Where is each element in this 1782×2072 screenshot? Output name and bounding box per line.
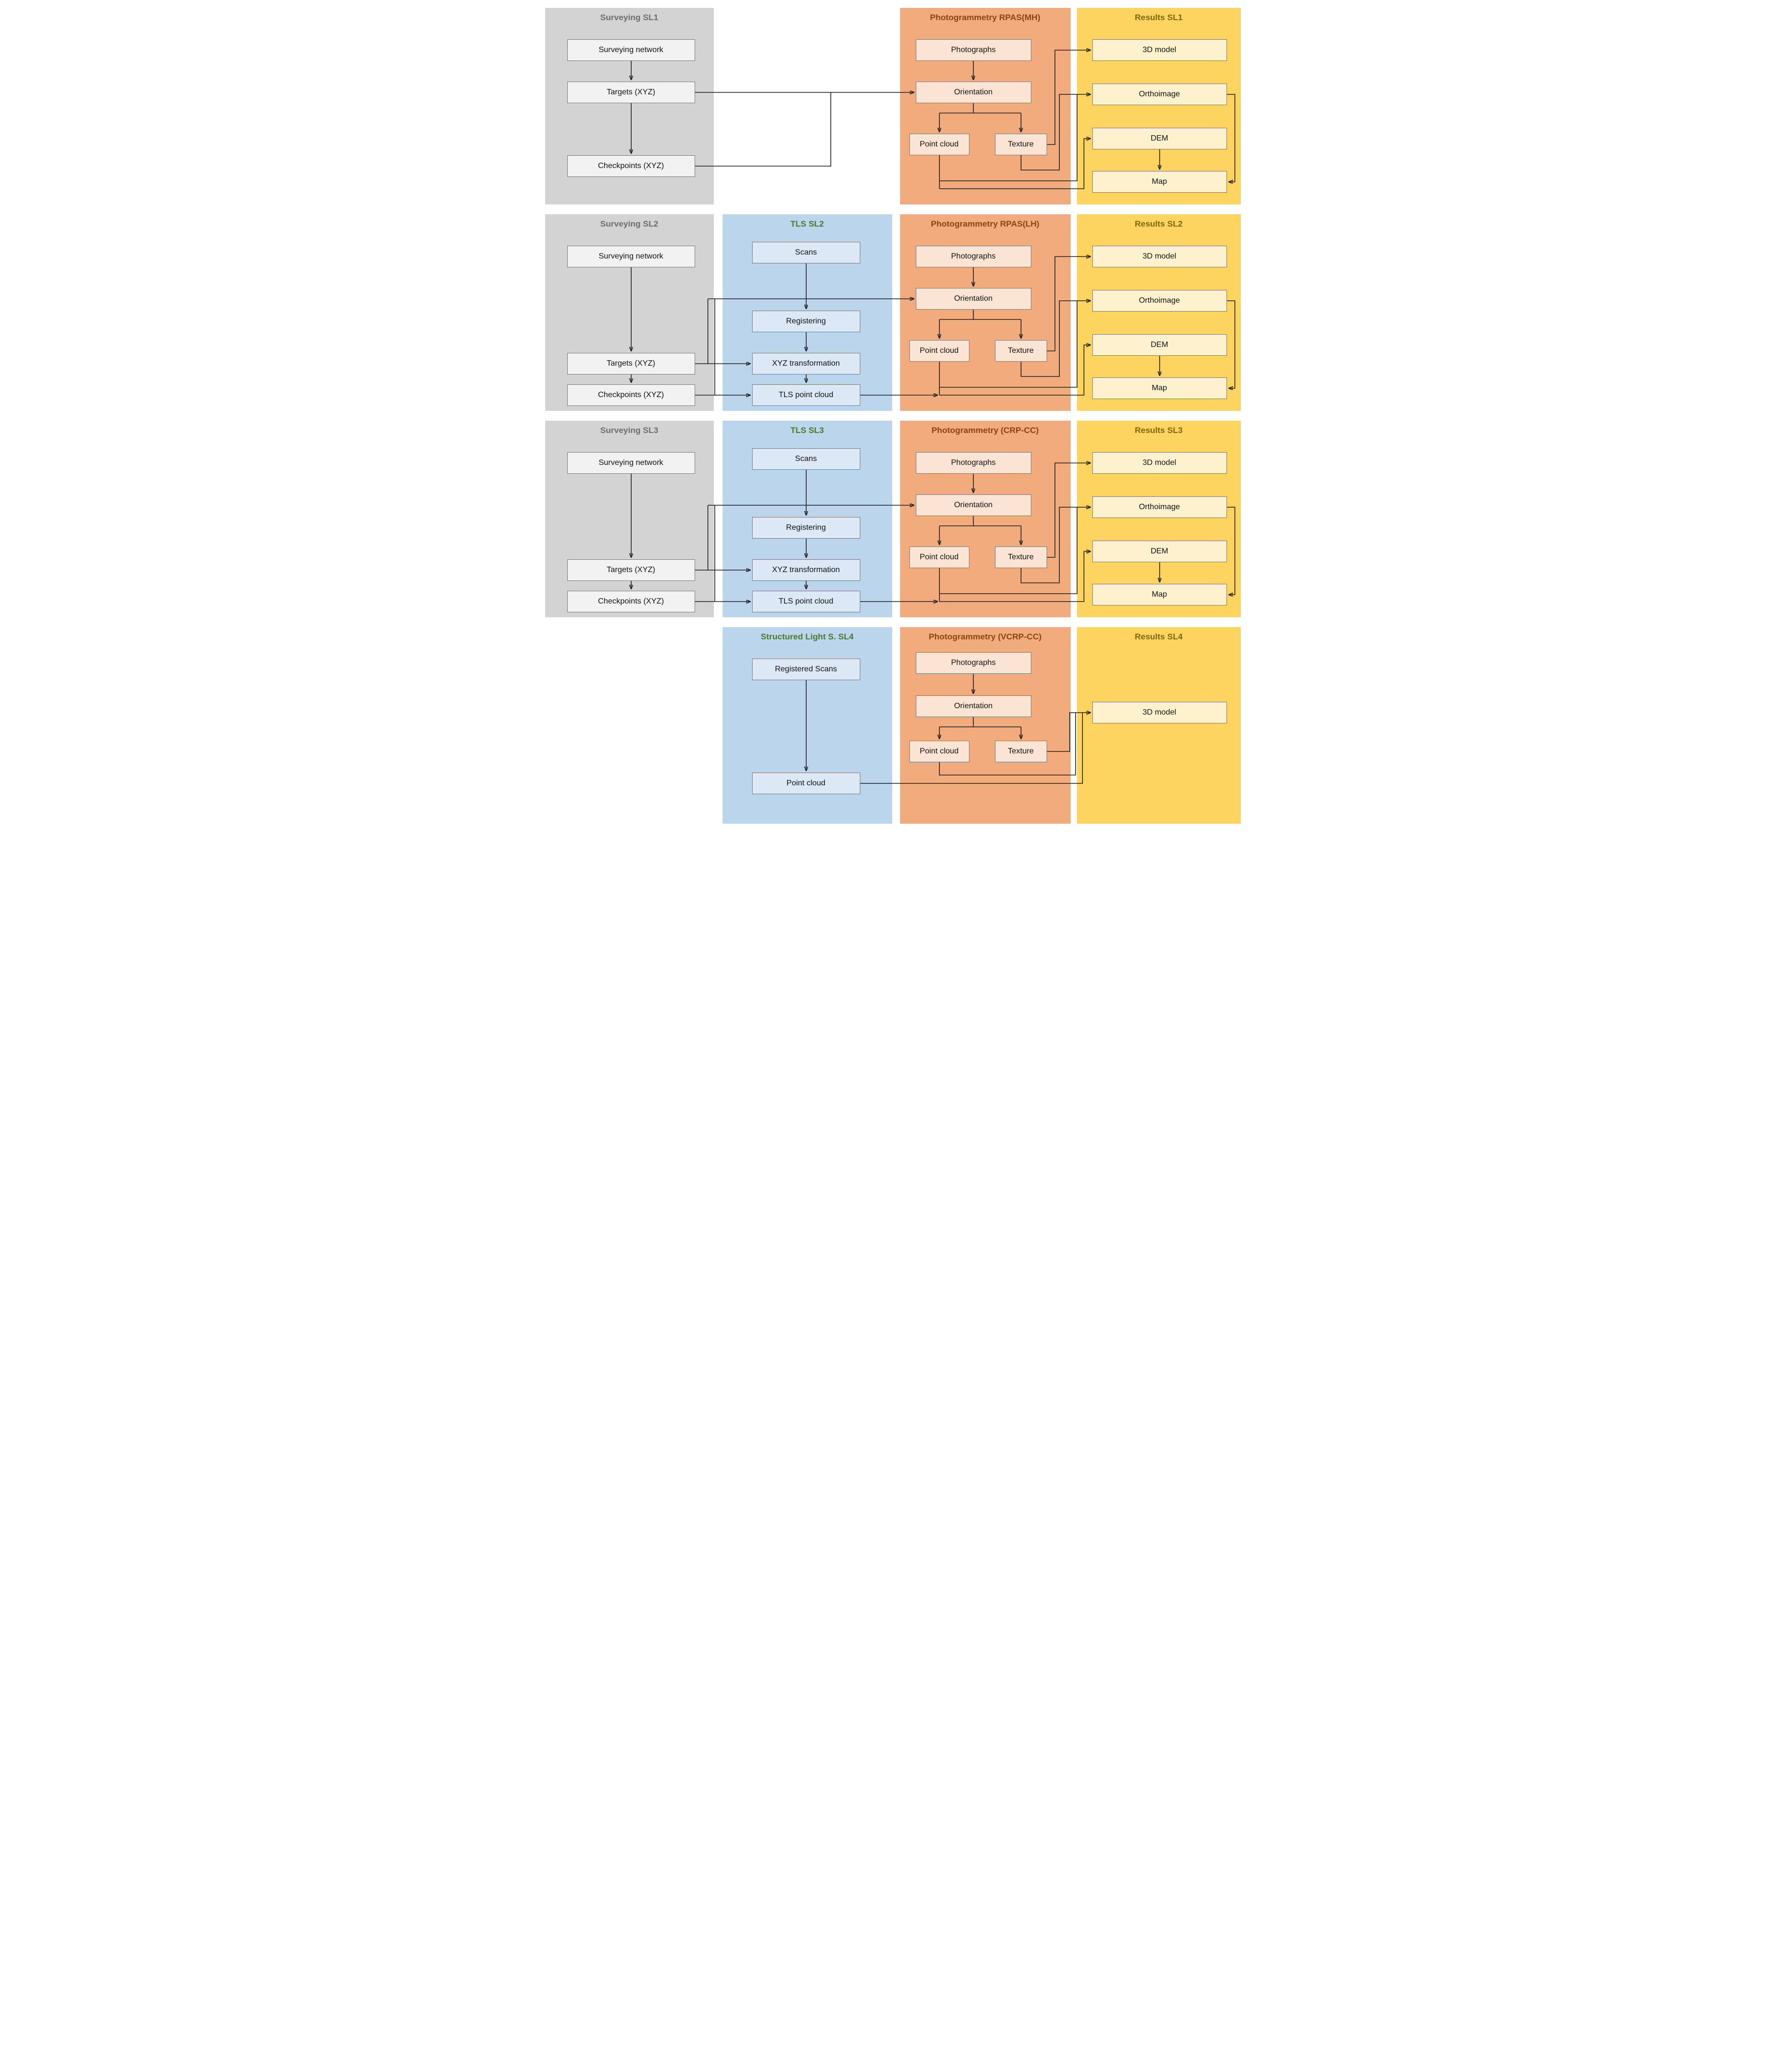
node-sl3-targets: Targets (XYZ) [567, 559, 695, 581]
edge-sl1-checkpoints-join [695, 92, 831, 167]
node-sl2-xyz-transformation: XYZ transformation [752, 353, 860, 374]
node-sl4-photographs: Photographs [915, 652, 1031, 674]
node-sl1-checkpoints: Checkpoints (XYZ) [567, 155, 695, 177]
node-sl3-3d-model: 3D model [1092, 452, 1227, 474]
node-sl4-sls-point-cloud: Point cloud [752, 773, 860, 794]
node-sl2-3d-model: 3D model [1092, 246, 1227, 267]
node-sl3-orientation: Orientation [915, 494, 1031, 516]
panel-results-sl4 [1077, 627, 1241, 824]
panel-title: Photogrammetry (CRP-CC) [931, 426, 1039, 435]
node-sl2-tls-point-cloud: TLS point cloud [752, 384, 860, 406]
panel-surveying-sl2 [545, 214, 714, 411]
node-sl3-point-cloud: Point cloud [909, 547, 969, 568]
node-sl2-point-cloud: Point cloud [909, 340, 969, 362]
panel-title: Results SL3 [1135, 426, 1183, 435]
node-sl2-registering: Registering [752, 311, 860, 332]
node-sl2-surveying-network: Surveying network [567, 246, 695, 267]
node-sl1-targets: Targets (XYZ) [567, 82, 695, 103]
node-sl4-3d-model: 3D model [1092, 702, 1227, 723]
node-sl1-3d-model: 3D model [1092, 39, 1227, 61]
node-sl2-orthoimage: Orthoimage [1092, 290, 1227, 312]
panel-title: Photogrammetry RPAS(MH) [930, 13, 1041, 22]
panel-title: Surveying SL1 [600, 13, 659, 22]
panel-structured-light-sl4 [722, 627, 892, 824]
node-sl2-dem: DEM [1092, 334, 1227, 356]
panel-title: Photogrammetry (VCRP-CC) [929, 632, 1042, 641]
node-sl3-texture: Texture [994, 547, 1047, 568]
node-sl3-checkpoints: Checkpoints (XYZ) [567, 591, 695, 612]
node-sl2-photographs: Photographs [915, 246, 1031, 267]
panel-photogrammetry-sl1 [900, 8, 1071, 204]
node-sl3-scans: Scans [752, 448, 860, 470]
node-sl2-texture: Texture [994, 340, 1047, 362]
node-sl3-photographs: Photographs [915, 452, 1031, 474]
panel-title: Results SL2 [1135, 219, 1183, 229]
node-sl1-dem: DEM [1092, 128, 1227, 149]
node-sl4-texture: Texture [994, 741, 1047, 762]
panel-title: TLS SL2 [790, 219, 824, 229]
panel-title: Surveying SL2 [600, 219, 659, 229]
node-sl2-targets: Targets (XYZ) [567, 353, 695, 374]
node-sl4-registered-scans: Registered Scans [752, 659, 860, 680]
node-sl3-orthoimage: Orthoimage [1092, 496, 1227, 518]
node-sl1-orientation: Orientation [915, 82, 1031, 103]
node-sl3-surveying-network: Surveying network [567, 452, 695, 474]
panel-title: Surveying SL3 [600, 426, 659, 435]
node-sl1-orthoimage: Orthoimage [1092, 84, 1227, 105]
node-sl3-tls-point-cloud: TLS point cloud [752, 591, 860, 612]
node-sl1-point-cloud: Point cloud [909, 134, 969, 155]
node-sl1-photographs: Photographs [915, 39, 1031, 61]
node-sl2-map: Map [1092, 377, 1227, 399]
node-sl2-scans: Scans [752, 242, 860, 263]
panel-title: Structured Light S. SL4 [760, 632, 854, 641]
node-sl3-registering: Registering [752, 517, 860, 539]
panel-title: Results SL4 [1135, 632, 1183, 641]
node-sl3-map: Map [1092, 584, 1227, 605]
node-sl1-map: Map [1092, 171, 1227, 193]
panel-title: Results SL1 [1135, 13, 1183, 22]
node-sl4-point-cloud: Point cloud [909, 741, 969, 762]
node-sl4-orientation: Orientation [915, 695, 1031, 717]
panel-title: TLS SL3 [790, 426, 824, 435]
panel-surveying-sl3 [545, 421, 714, 617]
panel-photogrammetry-sl2 [900, 214, 1071, 411]
panel-photogrammetry-sl3 [900, 421, 1071, 617]
workflow-diagram: Surveying SL1 Photogrammetry RPAS(MH) Re… [534, 0, 1248, 835]
node-sl2-orientation: Orientation [915, 288, 1031, 310]
node-sl3-dem: DEM [1092, 541, 1227, 562]
panel-title: Photogrammetry RPAS(LH) [931, 219, 1040, 229]
node-sl1-texture: Texture [994, 134, 1047, 155]
node-sl1-surveying-network: Surveying network [567, 39, 695, 61]
node-sl3-xyz-transformation: XYZ transformation [752, 559, 860, 581]
node-sl2-checkpoints: Checkpoints (XYZ) [567, 384, 695, 406]
